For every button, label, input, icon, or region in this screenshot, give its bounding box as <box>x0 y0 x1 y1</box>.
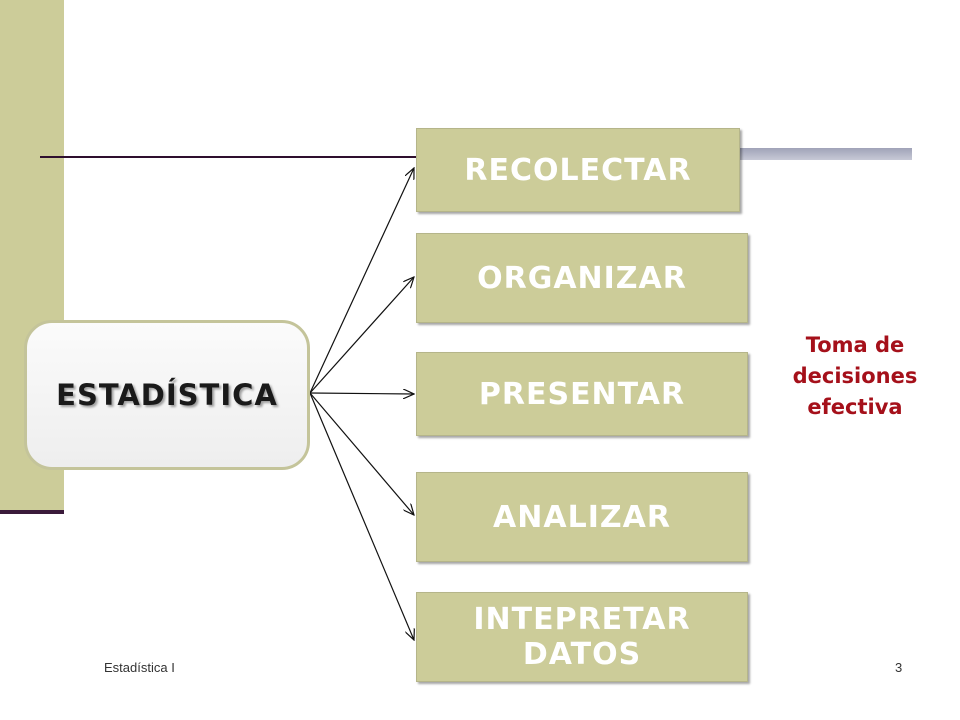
step-presentar: PRESENTAR <box>416 352 748 436</box>
step-recolectar: RECOLECTAR <box>416 128 740 212</box>
step-label: RECOLECTAR <box>464 152 692 188</box>
arrow-to-analizar <box>309 392 414 515</box>
arrow-to-organizar <box>309 277 414 394</box>
arrow-to-recolectar <box>309 168 414 394</box>
center-node: ESTADÍSTICA <box>24 320 310 470</box>
step-label: PRESENTAR <box>478 376 686 412</box>
step-interpretar-datos: INTEPRETAR DATOS <box>416 592 748 682</box>
arrow-to-interpretar <box>309 392 414 640</box>
step-label: INTEPRETAR DATOS <box>473 602 691 672</box>
footer-page-number: 3 <box>895 660 903 675</box>
step-organizar: ORGANIZAR <box>416 233 748 323</box>
step-label: ORGANIZAR <box>477 260 687 296</box>
left-bar-bottom-line <box>0 510 64 514</box>
step-analizar: ANALIZAR <box>416 472 748 562</box>
footer-course-label: Estadística I <box>104 660 175 675</box>
outcome-text: Toma de decisiones efectiva <box>792 333 918 419</box>
step-label: ANALIZAR <box>493 499 671 535</box>
arrow-to-presentar <box>309 393 414 394</box>
center-node-label: ESTADÍSTICA <box>56 378 278 412</box>
header-rule-accent <box>736 148 912 160</box>
